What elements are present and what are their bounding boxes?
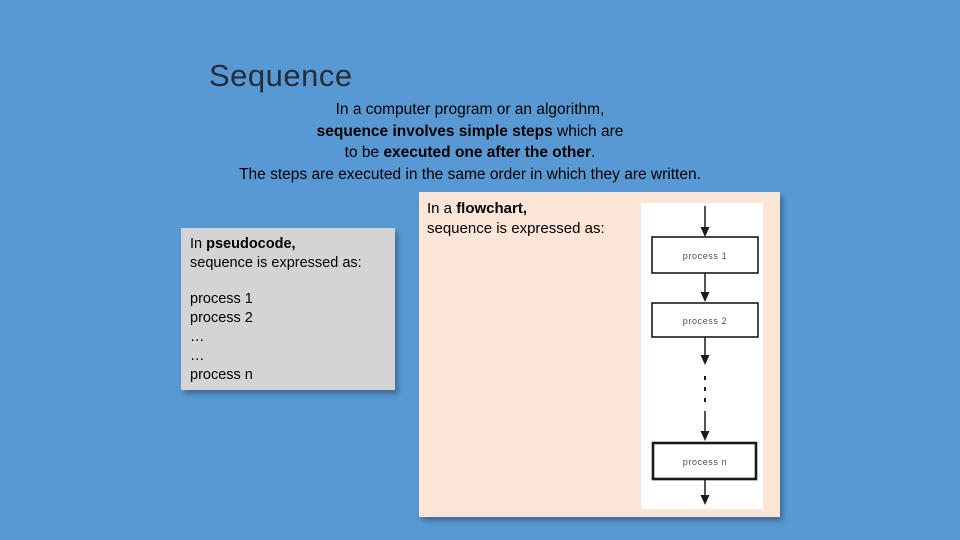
pseudocode-heading: In pseudocode, sequence is expressed as: [190, 235, 387, 273]
pseudocode-heading-prefix: In [190, 236, 207, 252]
intro-line-2-bold: sequence involves simple steps [316, 122, 553, 140]
pseudocode-lines: process 1 process 2 … … process n [190, 290, 387, 385]
process-node: process n [651, 441, 758, 481]
flowchart-heading-prefix: In a [427, 200, 457, 217]
intro-line: In a computer program or an algorithm, [130, 99, 810, 121]
process-node: process 1 [651, 236, 759, 274]
process-node-label: process n [683, 457, 727, 467]
flowchart-heading-line-1: In a flowchart, [427, 199, 605, 219]
intro-text: In a computer program or an algorithm, s… [130, 99, 810, 185]
intro-line-4-text: The steps are executed in the same order… [239, 165, 701, 183]
arrowhead-icon [700, 292, 710, 302]
flow-arrow-icon [700, 206, 710, 237]
arrowhead-icon [700, 227, 710, 237]
flow-arrow-icon [700, 411, 710, 441]
pseudocode-heading-bold: pseudocode, [206, 236, 296, 252]
intro-line-3-pre: to be [344, 144, 384, 161]
flowchart-figure: process 1 process 2 [641, 203, 763, 509]
flowchart-diagram: process 1 process 2 [651, 206, 759, 505]
process-node-label: process 2 [683, 316, 727, 326]
flowchart-heading-line-2: sequence is expressed as: [427, 219, 605, 237]
flowchart-heading-bold: flowchart, [456, 200, 528, 217]
intro-line: to be executed one after the other. [130, 142, 810, 164]
process-node-label: process 1 [683, 251, 727, 261]
pseudocode-line: process 2 [190, 310, 253, 326]
intro-line-3-bold: executed one after the other [383, 144, 592, 161]
pseudocode-line: … [190, 329, 205, 345]
arrowhead-icon [700, 355, 710, 365]
flow-arrow-icon [700, 479, 710, 505]
flow-arrow-icon [700, 337, 710, 365]
arrowhead-icon [700, 495, 710, 505]
arrowhead-icon [700, 431, 710, 441]
intro-line-2-text: which are [552, 122, 624, 140]
flowchart-panel: In a flowchart, sequence is expressed as… [419, 192, 780, 517]
flow-arrow-icon [700, 273, 710, 302]
intro-line: The steps are executed in the same order… [130, 164, 810, 186]
pseudocode-heading-line-1: In pseudocode, [190, 235, 387, 254]
pseudocode-line: process n [190, 367, 253, 383]
process-node: process 2 [651, 302, 759, 338]
page-title: Sequence [209, 58, 353, 93]
pseudocode-panel: In pseudocode, sequence is expressed as:… [181, 228, 395, 390]
intro-line-3-post: . [591, 144, 596, 161]
pseudocode-line: process 1 [190, 291, 253, 307]
flowchart-heading: In a flowchart, sequence is expressed as… [427, 199, 605, 238]
pseudocode-heading-line-2: sequence is expressed as: [190, 255, 362, 271]
intro-line: sequence involves simple steps which are [130, 121, 810, 143]
intro-line-1-text: In a computer program or an algorithm, [335, 101, 605, 118]
pseudocode-line: … [190, 348, 205, 364]
